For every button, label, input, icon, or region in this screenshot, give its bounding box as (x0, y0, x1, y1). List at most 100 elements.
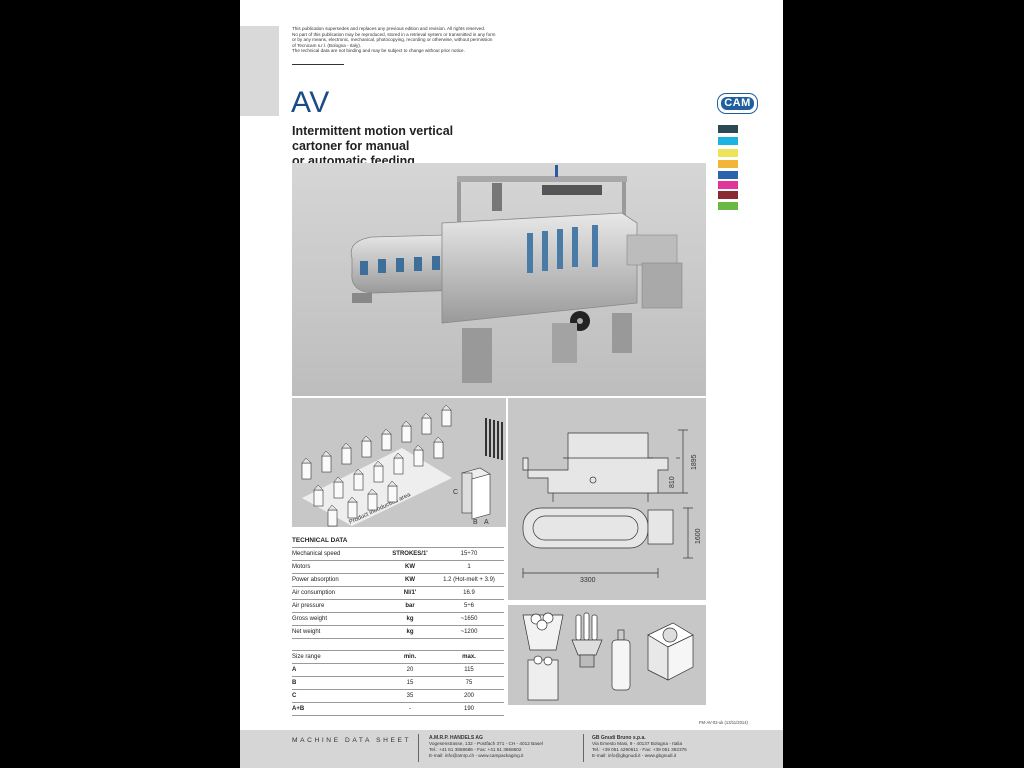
subtitle-line: Intermittent motion vertical (292, 124, 454, 138)
legal-line: This publication supersedes and replaces… (292, 26, 486, 31)
carton-flap (421, 412, 432, 419)
tech-label: Air pressure (292, 603, 325, 609)
size-min: 20 (406, 667, 414, 673)
amrp-name: A.M.R.P. HANDELS AG (429, 735, 483, 741)
legal-line: of Tecnicam s.r.l. (Bologna - Italy). (292, 42, 362, 48)
carton-flap (347, 496, 358, 503)
size-header: max. (462, 654, 476, 660)
subtitle-line: cartoner for manual (292, 139, 410, 153)
color-swatch (718, 202, 738, 210)
legal-line: No part of this publication may be repro… (292, 31, 496, 37)
products-svg (522, 612, 694, 701)
size-row: A+B - 190 (292, 703, 504, 716)
carton-flap (361, 435, 372, 442)
carton-flap (321, 450, 332, 457)
footer-divider (418, 734, 419, 762)
machine-photo (292, 163, 706, 396)
gb-name: GB Gnudi Bruno s.p.a. (592, 735, 646, 741)
carton-flap (413, 444, 424, 451)
technical-data-title: TECHNICAL DATA (292, 537, 348, 544)
color-swatch (718, 171, 738, 179)
tech-row: Mechanical speed STROKES/1' 15÷70 (292, 547, 504, 561)
carton-flap (341, 442, 352, 449)
footer-divider (583, 734, 584, 762)
tech-value: ~1200 (460, 629, 478, 635)
carton (321, 455, 332, 473)
tech-row: Motors KW 1 (292, 561, 504, 574)
carton-flap (353, 468, 364, 475)
carton-flap (373, 460, 384, 467)
footer-amrp: A.M.R.P. HANDELS AG Vogesenstrasse, 132 … (429, 735, 543, 759)
gb-phone: Tel.: +39 051 4290611 - Fax: +39 051 392… (592, 747, 687, 752)
tech-label: Power absorption (292, 577, 339, 583)
products-illustration (508, 605, 706, 705)
carton (401, 425, 412, 443)
tech-unit: bar (405, 603, 415, 609)
size-row: A 20 115 (292, 664, 504, 677)
carton (361, 440, 372, 458)
size-max: 115 (464, 667, 474, 673)
dim-c-label: C (453, 489, 458, 496)
dim-1895-label: 1895 (691, 454, 698, 470)
tech-unit: Nl/1' (403, 590, 417, 596)
carton-flap (393, 452, 404, 459)
tech-label: Air consumption (292, 590, 336, 596)
tech-label: Net weight (292, 629, 321, 635)
dim-810-label: 810 (669, 476, 676, 488)
dim-a-label: A (484, 519, 489, 526)
carton-flap (301, 457, 312, 464)
legal-divider (292, 64, 344, 65)
legal-line: The technical data are not binding and m… (292, 48, 465, 54)
size-min: - (409, 706, 411, 712)
size-row: B 15 75 (292, 677, 504, 690)
gb-address: Via Emesto Masi, 9 - 40137 Bologna - Ita… (592, 741, 683, 746)
size-label: C (292, 693, 297, 699)
document-reference: FM-AV-02-uk (13/11/2014) (699, 720, 748, 725)
carton-flap (401, 420, 412, 427)
tech-value: ~1650 (460, 616, 478, 622)
size-header: min. (403, 654, 417, 660)
footer: MACHINE DATA SHEET A.M.R.P. HANDELS AG V… (240, 730, 783, 768)
tech-value: 15÷70 (460, 551, 478, 557)
tech-value: 1.2 (Hot-melt + 3.9) (443, 577, 495, 583)
carton-flap (381, 428, 392, 435)
carton (353, 473, 364, 491)
blank-stack (485, 418, 503, 460)
tech-unit: kg (406, 616, 414, 622)
tech-unit: STROKES/1' (392, 551, 428, 557)
legal-line: or by any means, electronic, mechanical,… (292, 37, 493, 43)
gb-email: E-mail: info@gbgnudi.it - www.gbgnudi.it (592, 753, 677, 758)
color-swatch (718, 149, 738, 157)
product-flow-svg: Product introduction area C B A (301, 404, 503, 527)
color-swatch (718, 125, 738, 133)
carton-flap (441, 404, 452, 411)
tech-unit: KW (405, 577, 415, 583)
tech-label: Mechanical speed (292, 551, 341, 557)
technical-drawing-svg: 1895 810 1600 3300 (522, 429, 702, 584)
tech-row: Air consumption Nl/1' 16.9 (292, 587, 504, 600)
tech-row: Power absorption KW 1.2 (Hot-melt + 3.9) (292, 574, 504, 587)
carton-flap (333, 476, 344, 483)
size-max: 200 (463, 693, 474, 699)
dim-3300-label: 3300 (580, 577, 596, 584)
size-header-row: Size range min. max. (292, 650, 504, 664)
page-title: AV (291, 86, 330, 119)
carton (313, 489, 324, 507)
carton (347, 501, 358, 519)
product-flow-illustration: Product introduction area C B A (292, 398, 506, 527)
size-header: Size range (292, 654, 321, 660)
size-min: 15 (406, 680, 414, 686)
dim-b-label: B (473, 519, 478, 526)
size-label: B (292, 680, 297, 686)
carton-flap (433, 436, 444, 443)
carton (393, 457, 404, 475)
carton (413, 449, 424, 467)
carton (387, 485, 398, 503)
carton (433, 441, 444, 459)
grey-tab (240, 26, 279, 116)
color-swatch (718, 191, 738, 199)
carton (301, 462, 312, 480)
amrp-address: Vogesenstrasse, 132 - Postfach 371 - CH … (429, 741, 543, 746)
legal-notice: This publication supersedes and replaces… (292, 26, 497, 54)
carton (421, 417, 432, 435)
